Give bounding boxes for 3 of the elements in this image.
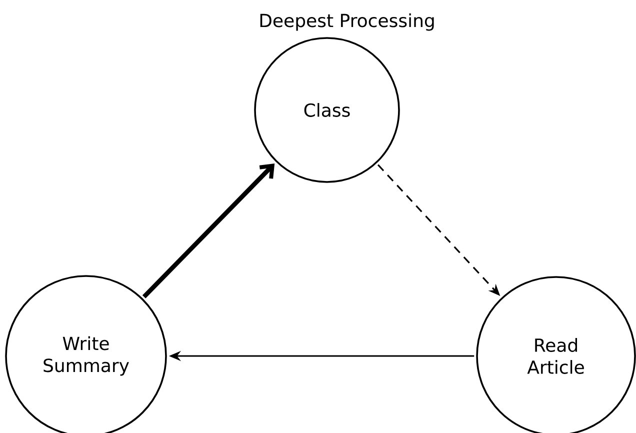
arrow (142, 164, 275, 298)
heading-text: Deepest Processing (260, 13, 434, 31)
circle-node: Class (254, 37, 400, 183)
